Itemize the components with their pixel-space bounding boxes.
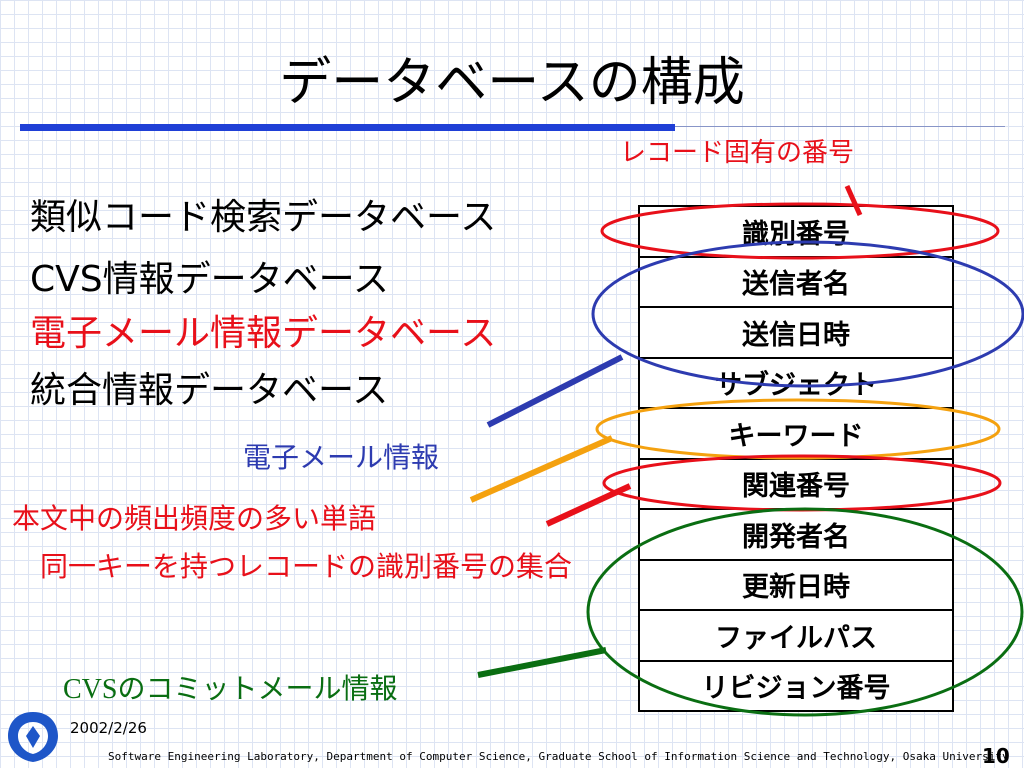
table-row: 識別番号 bbox=[638, 205, 954, 258]
field-cell: キーワード bbox=[638, 407, 954, 460]
slide-title: データベースの構成 bbox=[279, 53, 745, 113]
osaka-university-logo-icon bbox=[8, 712, 58, 762]
email-info-pointer bbox=[486, 354, 624, 428]
table-row: 送信日時 bbox=[638, 306, 954, 359]
field-cell: 送信者名 bbox=[638, 255, 954, 308]
keyword-pointer bbox=[469, 435, 614, 503]
cvs-info-pointer bbox=[477, 647, 607, 678]
footer-affiliation: Software Engineering Laboratory, Departm… bbox=[108, 750, 1009, 763]
title-underline bbox=[20, 124, 675, 131]
table-row: 開発者名 bbox=[638, 508, 954, 561]
title-underline-thin bbox=[675, 126, 1005, 127]
annotation-email-info: 電子メール情報 bbox=[243, 441, 440, 474]
field-cell: リビジョン番号 bbox=[638, 659, 954, 712]
record-field-table: 識別番号 送信者名 送信日時 サブジェクト キーワード 関連番号 開発者名 更新… bbox=[638, 205, 954, 712]
field-cell: サブジェクト bbox=[638, 356, 954, 409]
annotation-frequent-words: 本文中の頻出頻度の多い単語 bbox=[12, 502, 377, 535]
related-number-pointer bbox=[545, 483, 632, 527]
field-cell: 識別番号 bbox=[638, 205, 954, 258]
annotation-same-key-set: 同一キーを持つレコードの識別番号の集合 bbox=[40, 550, 573, 583]
table-row: リビジョン番号 bbox=[638, 659, 954, 712]
table-row: 送信者名 bbox=[638, 255, 954, 308]
field-cell: 開発者名 bbox=[638, 508, 954, 561]
table-row: ファイルパス bbox=[638, 609, 954, 662]
table-row: キーワード bbox=[638, 407, 954, 460]
field-cell: ファイルパス bbox=[638, 609, 954, 662]
slide-date: 2002/2/26 bbox=[70, 719, 147, 737]
record-id-label: レコード固有の番号 bbox=[620, 138, 855, 168]
table-row: 更新日時 bbox=[638, 558, 954, 611]
database-item-cvs: CVS情報データベース bbox=[30, 259, 389, 300]
page-number: 10 bbox=[982, 744, 1010, 768]
database-item-email: 電子メール情報データベース bbox=[30, 313, 497, 354]
table-row: サブジェクト bbox=[638, 356, 954, 409]
field-cell: 関連番号 bbox=[638, 457, 954, 510]
annotation-cvs-commit: CVSのコミットメール情報 bbox=[63, 674, 398, 705]
database-item-integrated: 統合情報データベース bbox=[30, 370, 389, 411]
table-row: 関連番号 bbox=[638, 457, 954, 510]
database-item-similar-code: 類似コード検索データベース bbox=[30, 197, 497, 238]
field-cell: 更新日時 bbox=[638, 558, 954, 611]
field-cell: 送信日時 bbox=[638, 306, 954, 359]
